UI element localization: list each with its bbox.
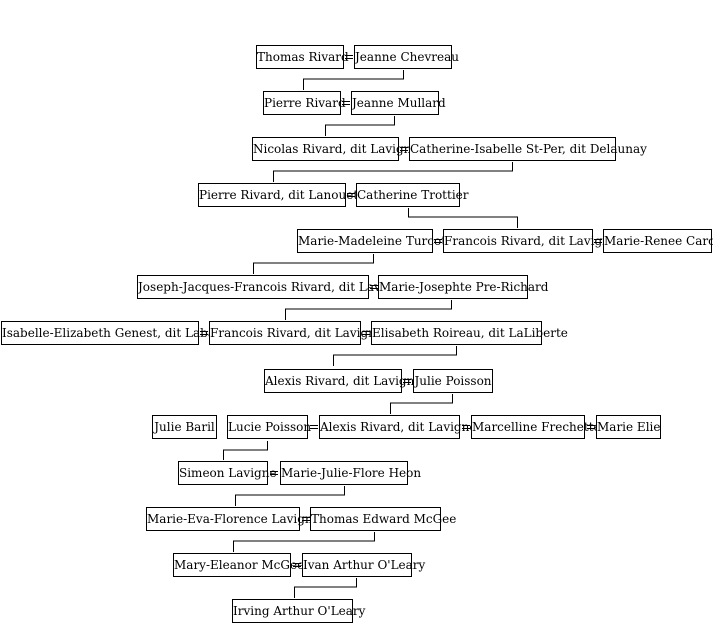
marriage-link (400, 147, 408, 151)
marriage-link (302, 517, 310, 521)
person-box[interactable]: Lucie Poisson (227, 415, 311, 439)
person-box[interactable]: Mary-Eleanor McGee (173, 553, 304, 577)
person-box[interactable]: Nicolas Rivard, dit Lavigne (252, 137, 419, 161)
connector-4 (408, 208, 518, 228)
person-box[interactable]: Catherine Trottier (356, 183, 469, 207)
person-box[interactable]: Alexis Rivard, dit Lavigne (264, 369, 421, 393)
person-box[interactable]: Thomas Rivard (256, 45, 349, 69)
connector-11 (233, 532, 375, 552)
marriage-link (342, 101, 350, 105)
marriage-link (347, 193, 355, 197)
person-box[interactable]: Pierre Rivard, dit Lanouette (198, 183, 370, 207)
person-box[interactable]: Marie-Eva-Florence Lavigne (146, 507, 320, 531)
person-box[interactable]: Isabelle-Elizabeth Genest, dit Labarre (1, 321, 234, 345)
marriage-link (370, 285, 378, 289)
connector-7 (333, 346, 457, 366)
person-box[interactable]: Jeanne Mullard (351, 91, 446, 115)
person-box[interactable]: Marcelline Frechette (471, 415, 601, 439)
connector-5 (253, 254, 374, 274)
person-box[interactable]: Julie Poisson (413, 369, 493, 393)
person-box[interactable]: Alexis Rivard, dit Lavigne (319, 415, 476, 439)
marriage-link (587, 425, 595, 429)
person-box[interactable]: Pierre Rivard (263, 91, 346, 115)
marriage-link (310, 425, 318, 429)
marriage-link (462, 425, 470, 429)
marriage-link (270, 471, 278, 475)
person-box[interactable]: Ivan Arthur O'Leary (302, 553, 425, 577)
person-box[interactable]: Julie Baril (152, 415, 217, 439)
connector-8 (390, 394, 453, 414)
person-box[interactable]: Simeon Lavigne (178, 461, 277, 485)
person-box[interactable]: Jeanne Chevreau (354, 45, 459, 69)
person-box[interactable]: Francois Rivard, dit Lavigne (209, 321, 383, 345)
marriage-link (403, 379, 411, 383)
person-box[interactable]: Marie-Renee Caron (603, 229, 713, 253)
person-box[interactable]: Marie-Julie-Flore Heon (280, 461, 421, 485)
person-box[interactable]: Thomas Edward McGee (310, 507, 456, 531)
person-box[interactable]: Catherine-Isabelle St-Per, dit Delaunay (409, 137, 647, 161)
marriage-link (362, 331, 370, 335)
marriage-link (434, 239, 442, 243)
person-box[interactable]: Elisabeth Roireau, dit LaLiberte (371, 321, 568, 345)
connector-10 (235, 486, 345, 506)
person-box[interactable]: Irving Arthur O'Leary (232, 599, 365, 623)
person-box[interactable]: Joseph-Jacques-Francois Rivard, dit Lavi… (137, 275, 407, 299)
connector-1 (303, 70, 404, 90)
person-box[interactable]: Marie-Madeleine Turcot (297, 229, 446, 253)
person-box[interactable]: Francois Rivard, dit Lavigne (443, 229, 617, 253)
marriage-link (594, 239, 602, 243)
marriage-link (200, 331, 208, 335)
marriage-link (345, 55, 353, 59)
marriage-link (293, 563, 301, 567)
connector-9 (223, 441, 268, 460)
connector-3 (273, 162, 513, 182)
person-box[interactable]: Marie Elie (596, 415, 661, 439)
connector-2 (325, 116, 395, 136)
connector-12 (294, 578, 357, 598)
connector-6 (285, 300, 452, 320)
person-box[interactable]: Marie-Josephte Pre-Richard (378, 275, 548, 299)
